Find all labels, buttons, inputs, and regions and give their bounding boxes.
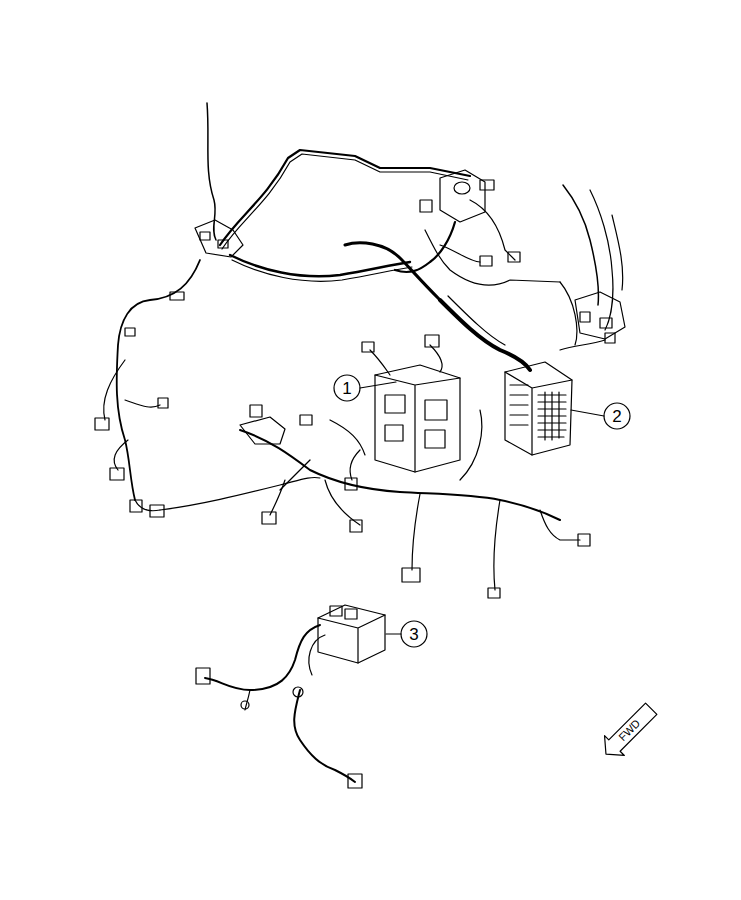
callout-number: 3 — [409, 626, 418, 643]
callout-number: 1 — [342, 380, 351, 397]
direction-label: FWD — [617, 717, 642, 742]
callout-number: 2 — [612, 408, 621, 425]
